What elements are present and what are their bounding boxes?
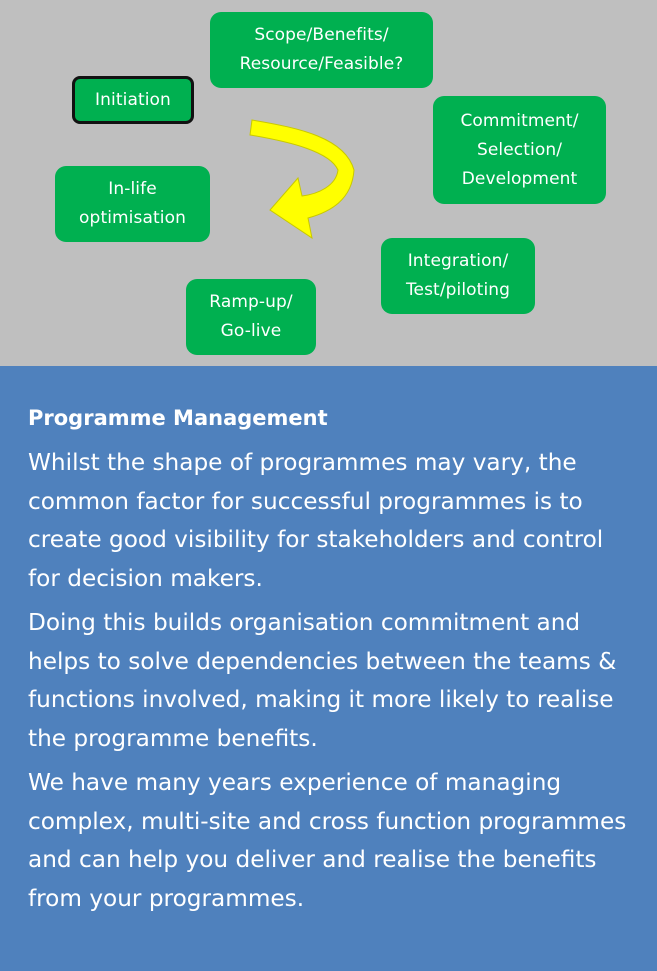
section-heading: Programme Management <box>28 406 328 430</box>
programme-description-panel: Programme Management Whilst the shape of… <box>0 366 657 971</box>
paragraph-experience: We have many years experience of managin… <box>28 769 627 912</box>
stage-integration: Integration/ Test/piloting <box>381 238 535 314</box>
cycle-arrow-icon <box>249 119 355 240</box>
stage-ramp-up: Ramp-up/ Go-live <box>186 279 316 355</box>
stage-scope: Scope/Benefits/ Resource/Feasible? <box>210 12 433 88</box>
paragraph-commitment: Doing this builds organisation commitmen… <box>28 609 617 752</box>
paragraph-visibility: Whilst the shape of programmes may vary,… <box>28 449 604 592</box>
stage-commitment: Commitment/ Selection/ Development <box>433 96 606 204</box>
stage-initiation: Initiation <box>72 76 194 124</box>
programme-lifecycle-diagram: Scope/Benefits/ Resource/Feasible? Initi… <box>0 0 657 366</box>
stage-in-life-optimisation: In-life optimisation <box>55 166 210 242</box>
